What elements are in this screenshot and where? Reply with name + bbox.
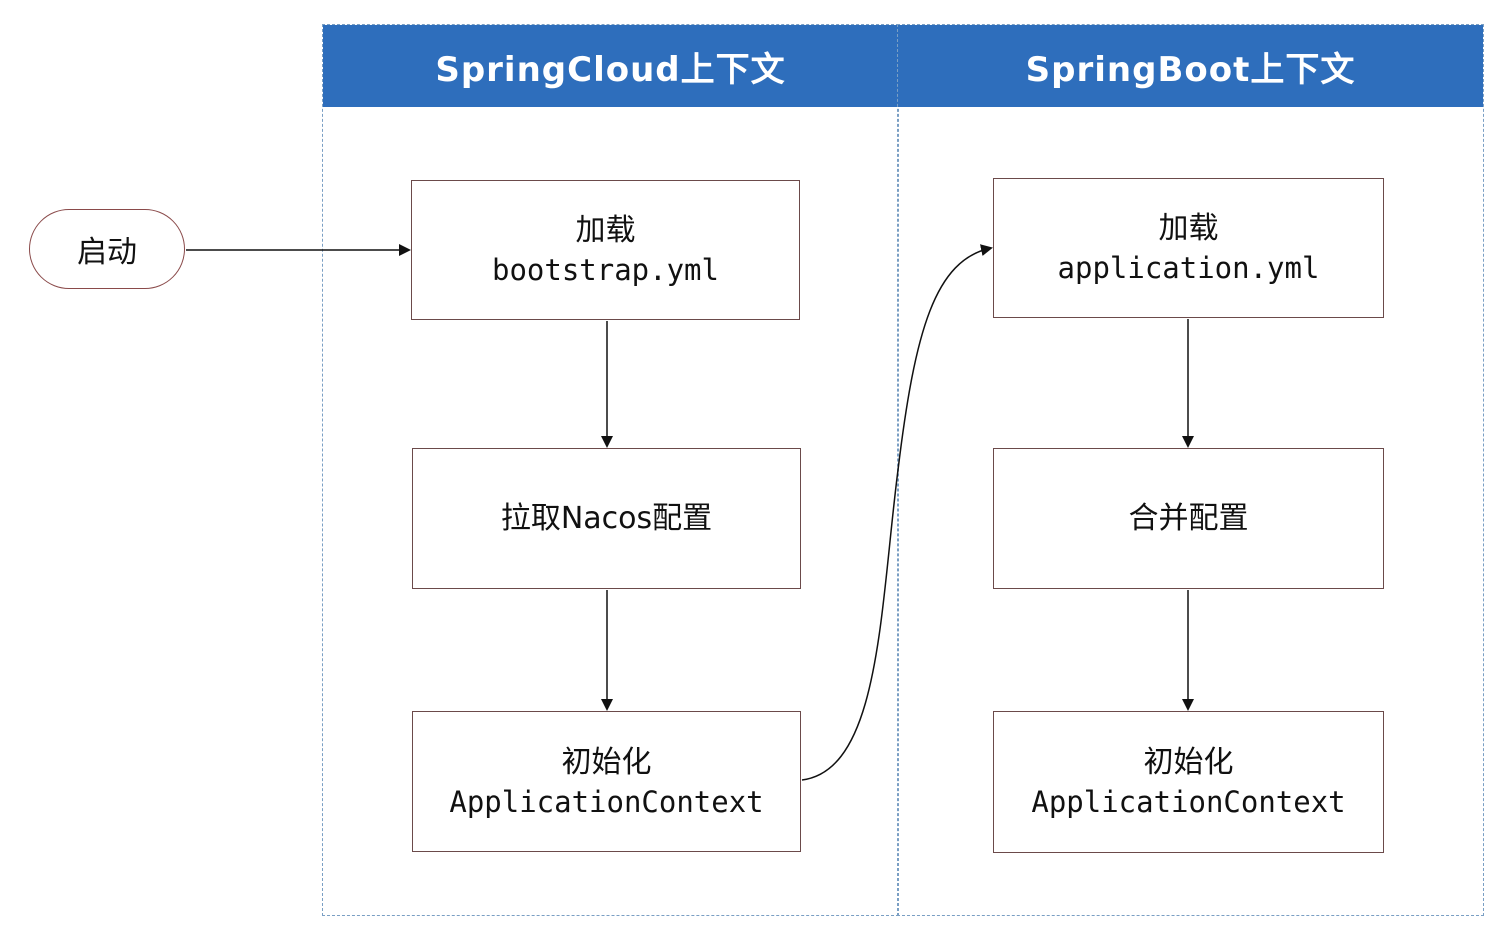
merge-config-node: 合并配置	[993, 448, 1384, 589]
init-boot-label: 初始化	[1143, 745, 1234, 780]
cloud-application-context-label: ApplicationContext	[449, 784, 764, 819]
load-application-label: 加载	[1158, 211, 1219, 246]
init-cloud-context-node: 初始化 ApplicationContext	[412, 711, 801, 852]
load-application-node: 加载 application.yml	[993, 178, 1384, 318]
load-bootstrap-node: 加载 bootstrap.yml	[411, 180, 800, 320]
init-cloud-label: 初始化	[561, 744, 652, 780]
application-yml-label: application.yml	[1057, 251, 1320, 285]
init-boot-context-node: 初始化 ApplicationContext	[993, 711, 1384, 853]
boot-application-context-label: ApplicationContext	[1031, 785, 1346, 819]
pull-nacos-config-label: 拉取Nacos配置	[500, 500, 713, 536]
load-bootstrap-label: 加载	[575, 213, 636, 248]
pull-nacos-config-node: 拉取Nacos配置	[412, 448, 801, 589]
start-node: 启动	[29, 209, 185, 289]
arrow-init-cloud-to-load-application	[801, 244, 993, 781]
merge-config-label: 合并配置	[1128, 500, 1249, 536]
springcloud-lane: SpringCloud上下文	[322, 24, 899, 916]
springcloud-lane-title: SpringCloud上下文	[323, 25, 898, 107]
bootstrap-yml-label: bootstrap.yml	[492, 253, 719, 287]
springboot-lane-title: SpringBoot上下文	[898, 25, 1483, 107]
springboot-lane: SpringBoot上下文	[897, 24, 1484, 916]
